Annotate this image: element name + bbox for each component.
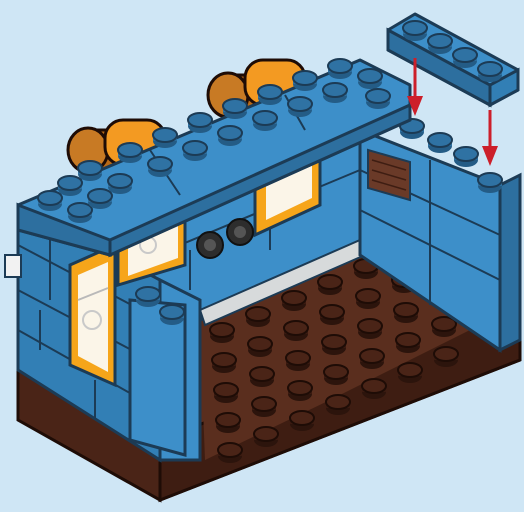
lego-build-scene — [0, 0, 524, 507]
instruction-illustration — [0, 0, 524, 507]
